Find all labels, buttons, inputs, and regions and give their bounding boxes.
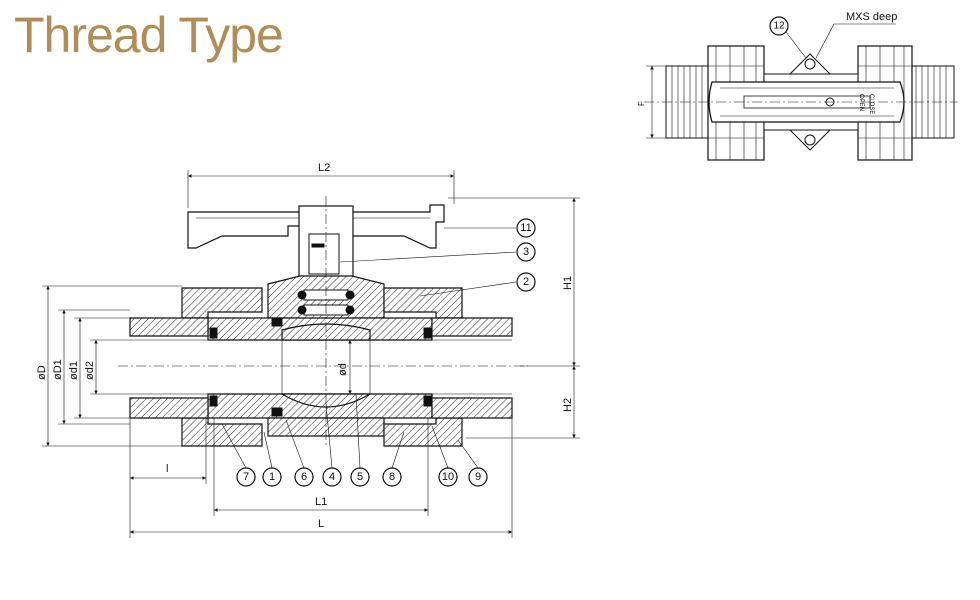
svg-text:6: 6 (301, 471, 307, 483)
dim-L1: L1 (315, 496, 327, 508)
dim-H1: H1 (562, 276, 574, 290)
callout-1: 1 (262, 467, 282, 487)
callout-8: 8 (382, 467, 402, 487)
callout-7: 7 (236, 467, 256, 487)
dim-D: øD (36, 365, 48, 380)
svg-text:10: 10 (442, 471, 454, 483)
dim-H2: H2 (562, 398, 574, 412)
callout-11: 11 (516, 218, 536, 238)
svg-text:12: 12 (773, 21, 785, 32)
dim-d: ød (337, 363, 349, 376)
dim-d2: ød2 (84, 361, 96, 380)
svg-text:7: 7 (243, 471, 249, 483)
callouts: 11 3 2 7 1 6 4 5 8 10 9 (221, 218, 536, 487)
callout-12: 12 (769, 16, 789, 36)
svg-text:2: 2 (523, 276, 529, 288)
open-label: OPEN (858, 94, 864, 111)
callout-2: 2 (516, 272, 536, 292)
dim-l: l (166, 463, 168, 475)
callout-4: 4 (322, 467, 342, 487)
union-nuts (181, 287, 463, 447)
dim-F: F (637, 101, 646, 106)
dim-D1: øD1 (52, 359, 64, 380)
page-title: Thread Type (14, 7, 284, 63)
dim-d1: ød1 (68, 361, 80, 380)
callout-3: 3 (516, 242, 536, 262)
callout-6: 6 (294, 467, 314, 487)
close-label: CLOSE (868, 94, 874, 114)
svg-text:5: 5 (357, 471, 363, 483)
svg-text:9: 9 (475, 471, 481, 483)
mxs-deep-label: MXS deep (846, 11, 897, 23)
dim-L: L (318, 518, 324, 530)
svg-text:11: 11 (520, 222, 531, 234)
svg-text:1: 1 (269, 471, 275, 483)
dim-L2: L2 (318, 162, 330, 174)
section-view (118, 196, 528, 448)
svg-text:8: 8 (389, 471, 395, 483)
seals (209, 317, 432, 417)
callout-10: 10 (438, 467, 458, 487)
callout-9: 9 (468, 467, 488, 487)
dimensions: L2 H1 H2 øD øD1 ød1 ød2 ød l (36, 162, 580, 538)
callout-5: 5 (350, 467, 370, 487)
svg-text:3: 3 (523, 246, 529, 258)
svg-text:4: 4 (329, 471, 335, 483)
top-view: OPEN CLOSE F 12 MXS deep (637, 11, 958, 161)
